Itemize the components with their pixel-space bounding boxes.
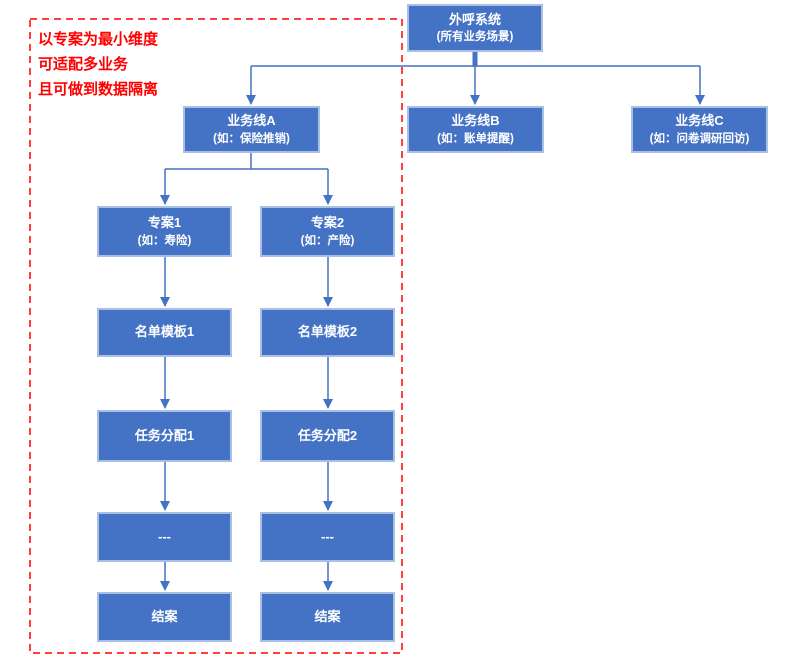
node-title: 专案2 <box>310 215 345 231</box>
node-title: 名单模板1 <box>134 324 195 340</box>
node-list-template-2: 名单模板2 <box>260 308 395 357</box>
node-title: --- <box>158 528 171 544</box>
node-title: 外呼系统 <box>448 11 501 27</box>
node-title: 结案 <box>314 608 341 624</box>
node-business-line-b: 业务线B (如：账单提醒) <box>407 106 544 153</box>
node-title: 结案 <box>151 608 178 624</box>
node-subtitle: (如：寿险) <box>137 234 192 247</box>
node-business-line-a: 业务线A (如：保险推销) <box>183 106 320 153</box>
node-ellipsis-1: --- <box>97 512 232 562</box>
node-case-1: 专案1 (如：寿险) <box>97 206 232 257</box>
node-title: 名单模板2 <box>297 324 358 340</box>
node-close-case-1: 结案 <box>97 592 232 642</box>
node-ellipsis-2: --- <box>260 512 395 562</box>
node-task-assign-2: 任务分配2 <box>260 410 395 462</box>
node-title: 业务线C <box>675 113 724 129</box>
node-title: 专案1 <box>147 215 182 231</box>
scope-annotation: 以专案为最小维度 可适配多业务 且可做到数据隔离 <box>38 27 158 102</box>
node-case-2: 专案2 (如：产险) <box>260 206 395 257</box>
node-title: 业务线A <box>227 113 276 129</box>
node-title: 业务线B <box>451 113 500 129</box>
node-subtitle: (如：保险推销) <box>213 132 290 145</box>
node-root-system: 外呼系统 (所有业务场景) <box>407 4 543 52</box>
node-list-template-1: 名单模板1 <box>97 308 232 357</box>
node-subtitle: (如：账单提醒) <box>437 132 514 145</box>
scope-dashed-border <box>29 18 403 654</box>
node-title: 任务分配2 <box>297 427 358 443</box>
node-close-case-2: 结案 <box>260 592 395 642</box>
node-subtitle: (所有业务场景) <box>436 31 514 44</box>
scope-annotation-line: 可适配多业务 <box>38 56 129 73</box>
node-business-line-c: 业务线C (如：问卷调研回访) <box>631 106 768 153</box>
scope-annotation-line: 且可做到数据隔离 <box>38 81 159 98</box>
node-task-assign-1: 任务分配1 <box>97 410 232 462</box>
node-title: --- <box>321 528 334 544</box>
node-title: 任务分配1 <box>134 427 195 443</box>
scope-annotation-line: 以专案为最小维度 <box>38 31 159 48</box>
node-subtitle: (如：产险) <box>300 234 355 247</box>
node-subtitle: (如：问卷调研回访) <box>649 132 750 145</box>
